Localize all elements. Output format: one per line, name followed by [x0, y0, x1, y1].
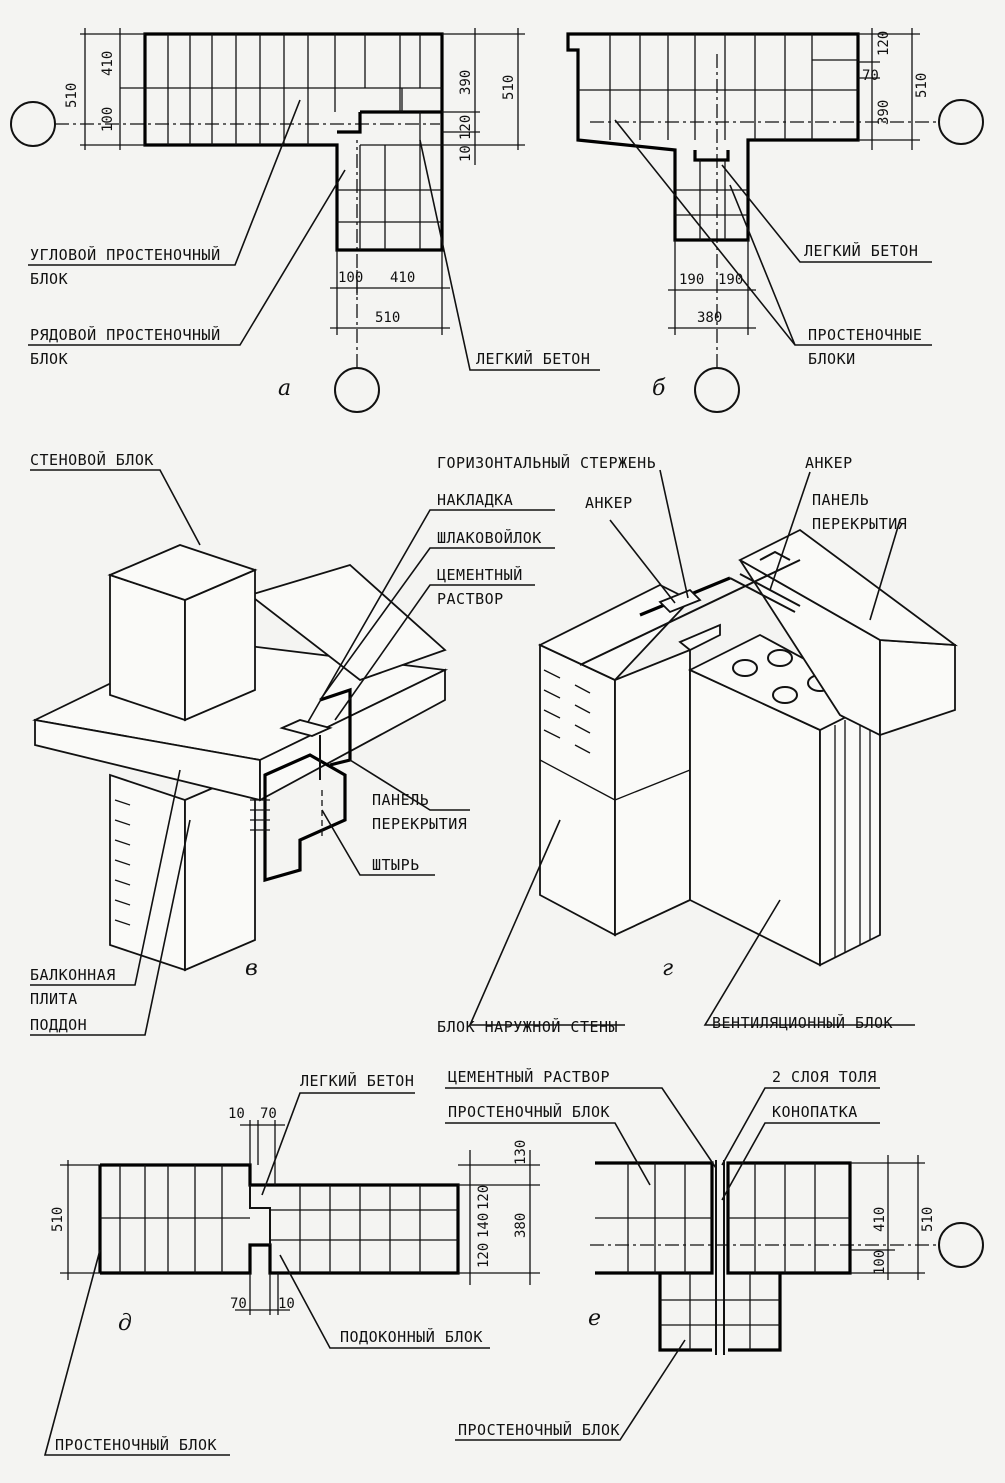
dim-b-70: 70 [862, 68, 879, 84]
label-balcony-slab-2: ПЛИТА [30, 990, 78, 1008]
label-pier-block-e-bottom: ПРОСТЕНОЧНЫЙ БЛОК [458, 1420, 620, 1439]
dim-a-510: 510 [64, 83, 80, 108]
letter-g: г [662, 956, 673, 981]
letter-e: е [588, 1306, 601, 1331]
dim-a-w100: 100 [338, 270, 363, 286]
axis-circle-e-right [938, 1222, 984, 1268]
dim-d-bot70: 70 [230, 1296, 247, 1312]
dim-d-380: 380 [513, 1213, 529, 1238]
label-pier-blocks-b-2: БЛОКИ [808, 350, 856, 368]
letter-b: б [652, 376, 666, 401]
label-light-concrete-b: ЛЕГКИЙ БЕТОН [804, 241, 918, 260]
label-anchor-left: АНКЕР [585, 494, 633, 512]
dim-d-bot10: 10 [278, 1296, 295, 1312]
dim-d-510: 510 [50, 1207, 66, 1232]
dim-b-510: 510 [914, 73, 930, 98]
brick-grid-a [167, 34, 421, 250]
label-floor-panel-g-2: ПЕРЕКРЫТИЯ [812, 515, 907, 533]
label-slag-wool: ШЛАКОВОЙЛОК [437, 528, 542, 547]
dim-a-510r: 510 [501, 75, 517, 100]
dim-e-510: 510 [920, 1207, 936, 1232]
label-outer-wall-block: БЛОК НАРУЖНОЙ СТЕНЫ [437, 1017, 618, 1036]
label-anchor-right: АНКЕР [805, 454, 853, 472]
dim-d-120: 120 [476, 1185, 492, 1210]
dim-a-10: 10 [458, 145, 474, 162]
label-row-block-2: БЛОК [30, 350, 68, 368]
dim-d-140: 140 [476, 1213, 492, 1238]
dim-b-390: 390 [876, 100, 892, 125]
isometric-g: ГОРИЗОНТАЛЬНЫЙ СТЕРЖЕНЬ АНКЕР АНКЕР ПАНЕ… [437, 453, 958, 1036]
label-horizontal-rod: ГОРИЗОНТАЛЬНЫЙ СТЕРЖЕНЬ [437, 453, 656, 472]
label-cement-mortar-v-2: РАСТВОР [437, 590, 504, 608]
axis-circle-b-right [938, 99, 984, 145]
plan-a: 510 410 100 390 510 120 10 100 410 510 У… [10, 28, 600, 413]
dim-a-390: 390 [458, 70, 474, 95]
dim-a-120: 120 [458, 115, 474, 140]
label-light-concrete-a: ЛЕГКИЙ БЕТОН [476, 349, 590, 368]
label-caulking: КОНОПАТКА [772, 1103, 858, 1121]
plan-d: 10 70 510 130 120 140 120 380 70 10 ЛЕГК… [43, 1071, 540, 1456]
dim-a-410: 410 [100, 51, 116, 76]
dim-e-100: 100 [872, 1250, 888, 1275]
plan-e: 410 100 510 ЦЕМЕНТНЫЙ РАСТВОР ПРОСТЕНОЧН… [445, 1067, 984, 1441]
label-pier-block-e-top: ПРОСТЕНОЧНЫЙ БЛОК [448, 1102, 610, 1121]
dim-d-120b: 120 [476, 1243, 492, 1268]
dim-b-120: 120 [876, 31, 892, 56]
label-floor-panel-g-1: ПАНЕЛЬ [812, 491, 869, 509]
isometric-v: СТЕНОВОЙ БЛОК НАКЛАДКА ШЛАКОВОЙЛОК ЦЕМЕН… [30, 450, 555, 1036]
dim-a-100: 100 [100, 107, 116, 132]
axis-circle-a-bottom [334, 367, 380, 413]
brick-grid-b [578, 34, 858, 240]
label-pier-blocks-b-1: ПРОСТЕНОЧНЫЕ [808, 326, 922, 344]
brick-grid-e [595, 1163, 850, 1350]
label-cement-mortar-e: ЦЕМЕНТНЫЙ РАСТВОР [448, 1067, 610, 1086]
label-two-layers-tol: 2 СЛОЯ ТОЛЯ [772, 1068, 877, 1086]
label-light-concrete-d: ЛЕГКИЙ БЕТОН [300, 1071, 414, 1090]
label-row-block-1: РЯДОВОЙ ПРОСТЕНОЧНЫЙ [30, 325, 221, 344]
label-wall-block: СТЕНОВОЙ БЛОК [30, 450, 154, 469]
letter-a: а [278, 376, 291, 401]
dim-b-190a: 190 [679, 272, 704, 288]
dim-d-top70: 70 [260, 1106, 277, 1122]
axis-circle-a-left [10, 101, 56, 147]
label-corner-block-1: УГЛОВОЙ ПРОСТЕНОЧНЫЙ [30, 245, 221, 264]
label-cement-mortar-v-1: ЦЕМЕНТНЫЙ [437, 565, 523, 584]
axis-circle-b-bottom [694, 367, 740, 413]
label-pin: ШТЫРЬ [372, 856, 420, 874]
label-sill-block: ПОДОКОННЫЙ БЛОК [340, 1327, 483, 1346]
label-floor-panel-v-1: ПАНЕЛЬ [372, 791, 429, 809]
label-vent-block: ВЕНТИЛЯЦИОННЫЙ БЛОК [712, 1013, 893, 1032]
label-tray: ПОДДОН [30, 1016, 87, 1034]
letter-d: д [118, 1311, 132, 1336]
dim-e-410: 410 [872, 1207, 888, 1232]
dim-b-190b: 190 [718, 272, 743, 288]
dim-d-130: 130 [513, 1140, 529, 1165]
label-nakladka: НАКЛАДКА [437, 491, 513, 509]
dim-a-w410: 410 [390, 270, 415, 286]
brick-grid-d [100, 1165, 458, 1273]
dim-d-top10: 10 [228, 1106, 245, 1122]
plan-b: 120 70 390 510 190 190 380 ЛЕГКИЙ БЕТОН … [566, 28, 984, 413]
dim-b-380: 380 [697, 310, 722, 326]
letter-v: в [245, 956, 258, 981]
label-pier-block-d: ПРОСТЕНОЧНЫЙ БЛОК [55, 1435, 217, 1454]
label-floor-panel-v-2: ПЕРЕКРЫТИЯ [372, 815, 467, 833]
label-corner-block-2: БЛОК [30, 270, 68, 288]
dim-a-w510: 510 [375, 310, 400, 326]
label-balcony-slab-1: БАЛКОННАЯ [30, 966, 116, 984]
